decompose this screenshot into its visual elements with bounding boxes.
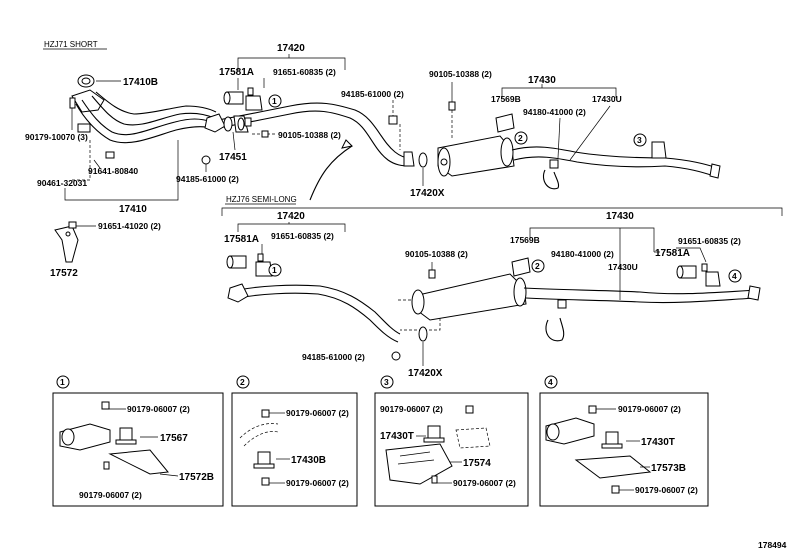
callout-1-icon [268,94,282,108]
label-top-17430: 17430 [528,75,556,86]
callout-2b-icon [531,259,545,273]
callout-1b-icon [268,263,282,277]
callout-2-icon [514,131,528,145]
detail-1-number: 1 [60,377,65,387]
label-top-17569B: 17569B [491,94,521,104]
label-17410: 17410 [119,204,147,215]
detail-2-top-label: 90179-06007 (2) [286,408,349,418]
part-17410-front-pipe [71,74,217,159]
part-17581A-sensor [223,91,244,105]
detail-4-mid2-label: 17573B [651,463,686,474]
part-bot-17581A-sensor [226,255,247,269]
diagram-id: 178494 [758,540,787,550]
callout-1b-label: 1 [272,265,277,275]
detail-3-number: 3 [384,377,389,387]
label-top-90105-10388-a: 90105-10388 (2) [278,130,341,140]
callout-3-label: 3 [637,135,642,145]
label-top-17581A: 17581A [219,67,254,78]
detail-3-mid-label: 17430T [380,431,414,442]
detail-4-drawing [545,417,652,494]
callout-1-label: 1 [272,96,277,106]
detail-2-drawing [239,423,279,486]
label-bot-17420: 17420 [277,211,305,222]
detail-1-side-label: 17572B [179,472,214,483]
label-90461-32031: 90461-32031 [37,178,87,188]
detail-4-bottom-label: 90179-06007 (2) [635,485,698,495]
label-17410B: 17410B [123,77,158,88]
label-17572: 17572 [50,268,78,279]
label-bot-17430: 17430 [606,211,634,222]
label-bot-17581A: 17581A [224,234,259,245]
label-top-94185-61000-a: 94185-61000 (2) [176,174,239,184]
part-bot-17581A-right-sensor [676,265,697,279]
callout-2b-label: 2 [535,261,540,271]
detail-box-4 [539,392,709,507]
detail-1-bottom-label: 90179-06007 (2) [79,490,142,500]
label-bot-17420X: 17420X [408,368,443,379]
detail-box-3 [374,392,529,507]
callout-4-label: 4 [732,271,737,281]
label-top-90105-10388-b: 90105-10388 (2) [429,69,492,79]
label-bot-91651-60835: 91651-60835 (2) [271,231,334,241]
part-17572-bracket [54,225,79,263]
label-bot-17581A-right: 17581A [655,248,690,259]
detail-3-bottom-label: 90179-06007 (2) [453,478,516,488]
label-top-17420: 17420 [277,43,305,54]
detail-4-mid-label: 17430T [641,437,675,448]
arrow-icon [309,145,353,201]
detail-2-mid-label: 17430B [291,455,326,466]
bolt-icon [69,97,76,109]
part-17430-muffler [437,135,515,177]
part-bot-17430-muffler [411,273,527,321]
label-bot-90105-10388: 90105-10388 (2) [405,249,468,259]
label-bot-94185-61000: 94185-61000 (2) [302,352,365,362]
detail-4-number: 4 [548,377,553,387]
label-top-91651-60835: 91651-60835 (2) [273,67,336,77]
callout-3-icon [633,133,647,147]
detail-1-mid-label: 17567 [160,433,188,444]
detail-3-drawing [385,425,491,485]
detail-2-bottom-label: 90179-06007 (2) [286,478,349,488]
detail-1-drawing [59,423,169,475]
detail-box-2 [231,392,358,507]
label-91651-41020: 91651-41020 (2) [98,221,161,231]
bot-flange-icon [227,283,249,303]
label-17451: 17451 [219,152,247,163]
label-top-94185-61000-b: 94185-61000 (2) [341,89,404,99]
label-bot-17430U: 17430U [608,262,638,272]
detail-4-top-label: 90179-06007 (2) [618,404,681,414]
callout-4-icon [728,269,742,283]
callout-2-label: 2 [518,133,523,143]
detail-1-top-label: 90179-06007 (2) [127,404,190,414]
header-short: HZJ71 SHORT [44,40,98,49]
label-top-94180-41000: 94180-41000 (2) [523,107,586,117]
detail-3-top-label: 90179-06007 (2) [380,404,443,414]
label-top-17430U: 17430U [592,94,622,104]
label-bot-94180-41000: 94180-41000 (2) [551,249,614,259]
header-semi-long: HZJ76 SEMI-LONG [226,195,297,204]
label-bot-91651-60835-right: 91651-60835 (2) [678,236,741,246]
detail-box-1 [52,392,224,507]
label-top-17420X: 17420X [410,188,445,199]
flange-icon [204,113,226,133]
label-90179-10070: 90179-10070 (3) [25,132,88,142]
label-bot-17569B: 17569B [510,235,540,245]
label-91641-80840: 91641-80840 [88,166,138,176]
detail-2-number: 2 [240,377,245,387]
detail-3-mid2-label: 17574 [463,458,491,469]
